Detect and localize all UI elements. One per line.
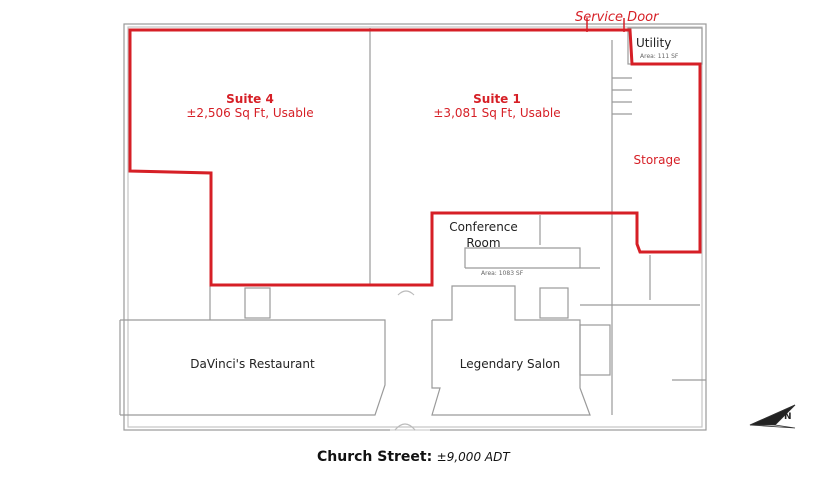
conference-area: Area: 1083 SF — [481, 270, 524, 277]
salon-label: Legendary Salon — [459, 357, 561, 371]
utility-label: Utility — [636, 36, 672, 50]
conference-room-label: Conference Room — [436, 219, 531, 251]
suite-4-area: ±2,506 Sq Ft, Usable — [186, 106, 314, 120]
suite-4-outline — [128, 28, 370, 287]
suite-4-name: Suite 4 — [226, 92, 274, 106]
storage-label: Storage — [633, 153, 681, 167]
street-label: Church Street: ±9,000 ADT — [317, 449, 510, 465]
building-walls — [119, 23, 707, 431]
street-name: Church Street: — [317, 449, 433, 465]
conference-line2: Room — [466, 236, 501, 250]
suite-1-area: ±3,081 Sq Ft, Usable — [433, 106, 561, 120]
conference-line1: Conference — [449, 220, 518, 234]
suite-1-name: Suite 1 — [473, 92, 521, 106]
street-traffic: ±9,000 ADT — [436, 450, 510, 464]
restaurant-label: DaVinci's Restaurant — [190, 357, 315, 371]
service-door-label: Service Door — [575, 10, 659, 25]
suite-1-outline — [370, 28, 702, 287]
north-arrow-icon — [749, 404, 796, 429]
utility-area: Area: 111 SF — [640, 53, 679, 60]
suite-4-label: Suite 4 ±2,506 Sq Ft, Usable — [130, 92, 370, 120]
compass-letter: N — [784, 412, 792, 422]
suite-1-label: Suite 1 ±3,081 Sq Ft, Usable — [372, 92, 622, 120]
leasable-outline — [128, 18, 702, 287]
